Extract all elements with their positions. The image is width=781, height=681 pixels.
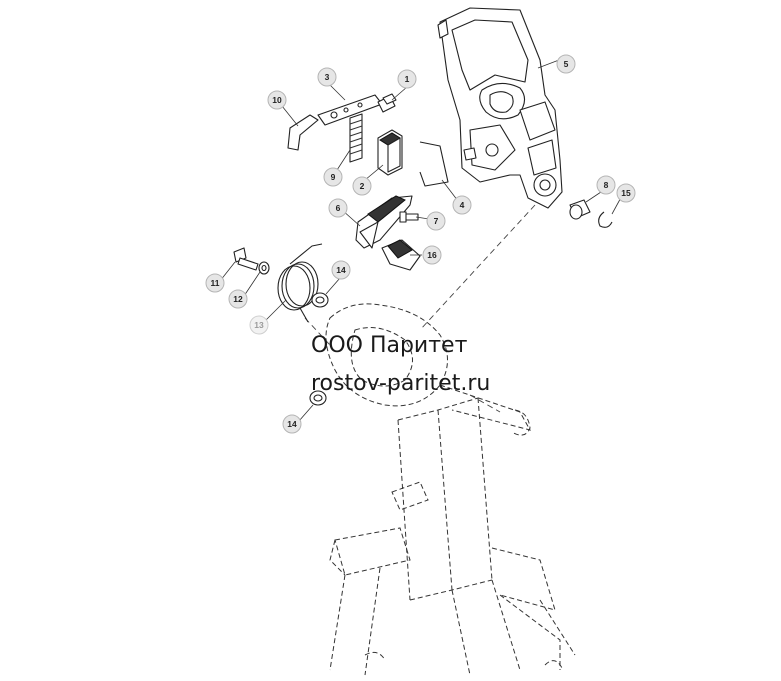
callout-label: 9 (331, 172, 336, 182)
pedal-pad (355, 195, 413, 249)
callout-label: 4 (460, 200, 465, 210)
spring-part-9 (349, 113, 363, 163)
callout-10: 10 (267, 90, 287, 110)
callout-2: 2 (352, 176, 372, 196)
callout-label: 8 (604, 180, 609, 190)
callout-label: 7 (434, 216, 439, 226)
callout-13: 13 (249, 315, 269, 335)
frame-outline (325, 303, 576, 676)
callout-7: 7 (426, 211, 446, 231)
callout-label: 14 (287, 419, 297, 429)
clip-part (287, 114, 319, 151)
watermark-company-name: ООО Паритет (311, 333, 468, 358)
callout-label: 3 (325, 72, 330, 82)
callout-16: 16 (422, 245, 442, 265)
callout-9: 9 (323, 167, 343, 187)
callout-label: 16 (427, 250, 437, 260)
callout-15: 15 (616, 183, 636, 203)
pad-part-16 (381, 239, 421, 271)
callout-14-upper: 14 (331, 260, 351, 280)
bolt-part-1 (377, 93, 397, 113)
callout-label: 14 (336, 265, 346, 275)
assembly-guide-lines (304, 204, 536, 413)
wire-bracket (419, 141, 449, 187)
pad-part-2 (377, 129, 403, 176)
callout-5: 5 (556, 54, 576, 74)
watermark-website: rostov-paritet.ru (311, 371, 491, 396)
callout-label: 1 (405, 74, 410, 84)
callout-1: 1 (397, 69, 417, 89)
callout-14-lower: 14 (282, 414, 302, 434)
screw-part-7 (399, 211, 419, 223)
washer-part-12 (258, 261, 270, 275)
bushing-part-14-lower (309, 390, 327, 406)
torsion-spring-part-13 (277, 243, 323, 323)
callout-3: 3 (317, 67, 337, 87)
plate-part (317, 94, 383, 126)
callout-label: 12 (233, 294, 243, 304)
callout-label: 2 (360, 181, 365, 191)
callout-6: 6 (328, 198, 348, 218)
callout-12: 12 (228, 289, 248, 309)
callout-label: 15 (621, 188, 631, 198)
callout-11: 11 (205, 273, 225, 293)
callout-label: 10 (272, 95, 282, 105)
callout-4: 4 (452, 195, 472, 215)
bushing-part-8 (569, 199, 591, 220)
callout-label: 6 (336, 203, 341, 213)
bolt-part-11 (233, 247, 259, 271)
pedal-bracket (437, 7, 563, 209)
snap-ring-part-15 (598, 211, 613, 228)
callout-label: 5 (564, 59, 569, 69)
callout-8: 8 (596, 175, 616, 195)
callout-label: 13 (254, 320, 264, 330)
bushing-part-14-upper (311, 292, 329, 308)
leader-lines (219, 59, 625, 422)
callout-label: 11 (211, 278, 220, 288)
